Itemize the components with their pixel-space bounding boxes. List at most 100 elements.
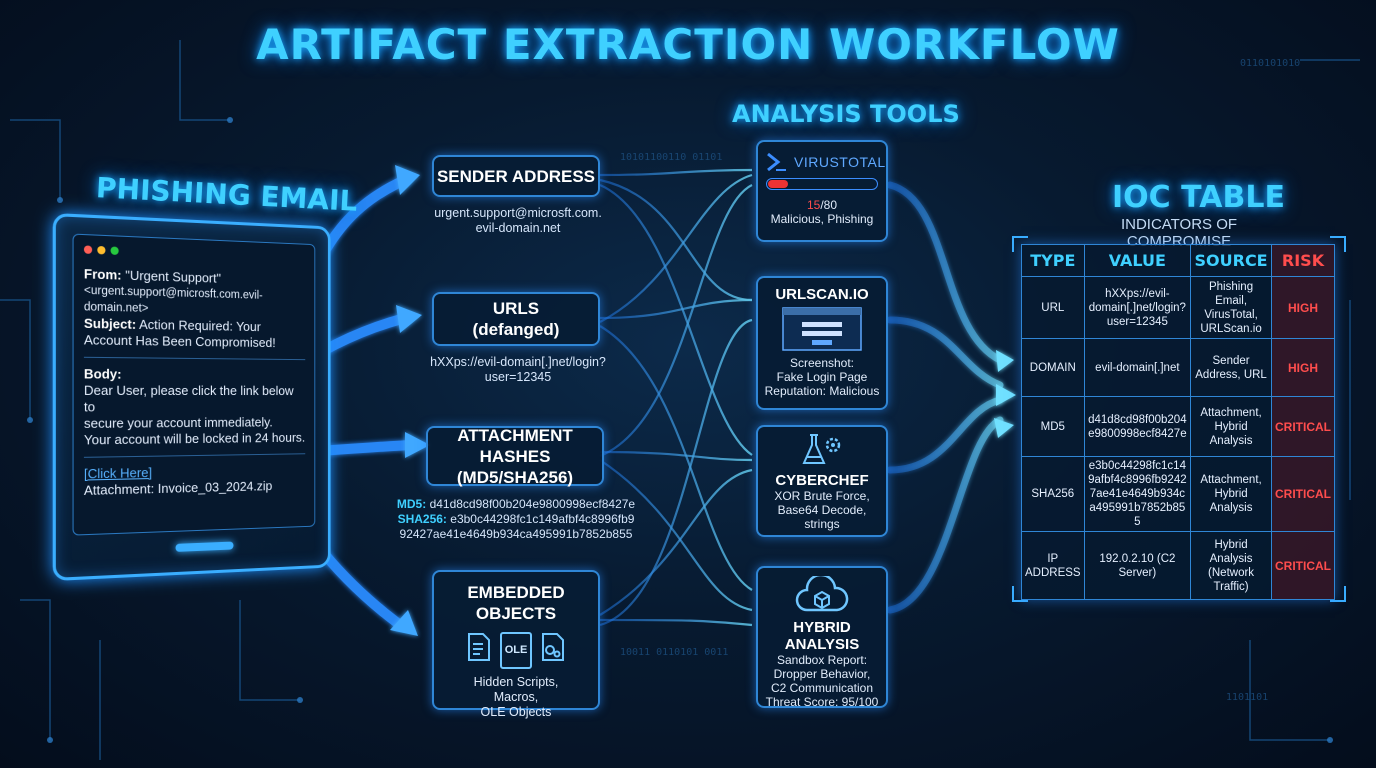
hybrid-analysis-name: HYBRID ANALYSIS — [784, 619, 860, 653]
attachment-name: Invoice_03_2024.zip — [157, 478, 273, 497]
ioc-header-type: TYPE — [1021, 244, 1085, 277]
ioc-row: MD5 d41d8cd98f00b204e9800998ecf8427e Att… — [1021, 396, 1336, 457]
ioc-row: IP ADDRESS 192.0.2.10 (C2 Server) Hybrid… — [1021, 531, 1336, 600]
from-name: "Urgent Support" — [125, 267, 221, 286]
divider — [83, 453, 306, 458]
ioc-header-source: SOURCE — [1190, 244, 1272, 277]
ioc-header-row: TYPE VALUE SOURCE RISK — [1021, 244, 1336, 277]
attachment-hashes-title: ATTACHMENT HASHES — [457, 425, 573, 466]
body-label: Body: — [83, 366, 122, 382]
defanged-url-line: hXXps://evil-domain[.]net/login? — [430, 355, 606, 369]
ioc-type: DOMAIN — [1021, 338, 1085, 397]
detection-bar-fill — [768, 180, 789, 188]
ioc-type: URL — [1021, 276, 1085, 339]
defanged-url-line: user=12345 — [484, 370, 552, 384]
ioc-source: Sender Address, URL — [1190, 338, 1272, 397]
login-page-screenshot-icon — [782, 307, 862, 351]
attachment-label: Attachment: — [83, 480, 155, 499]
ioc-header-value: VALUE — [1083, 244, 1192, 277]
ioc-value: evil-domain[.]net — [1083, 338, 1192, 397]
hybrid-line: Dropper Behavior, — [773, 667, 871, 681]
from-label: From: — [83, 266, 122, 283]
ioc-row: DOMAIN evil-domain[.]net Sender Address,… — [1021, 338, 1336, 397]
analysis-tools-heading: ANALYSIS TOOLS — [732, 100, 960, 128]
svg-text:1101101: 1101101 — [1226, 692, 1268, 703]
ioc-table-heading: IOC TABLE — [1112, 180, 1285, 215]
sender-address-box: SENDER ADDRESS — [432, 155, 600, 197]
virustotal-box: VIRUSTOTAL 15/80 Malicious, Phishing — [756, 140, 888, 242]
sender-address-line: evil-domain.net — [475, 221, 561, 235]
ioc-risk: HIGH — [1270, 338, 1336, 397]
urlscan-name: URLSCAN.IO — [775, 286, 869, 303]
virustotal-score-malicious: 15 — [806, 198, 821, 212]
cloud-sandbox-icon — [795, 573, 849, 612]
page-title: ARTIFACT EXTRACTION WORKFLOW — [256, 20, 1120, 69]
virustotal-logo-icon — [767, 152, 786, 172]
ole-file-icon: OLE — [499, 632, 533, 669]
embedded-icons: OLE — [466, 632, 567, 669]
cyberchef-box: CYBERCHEF XOR Brute Force, Base64 Decode… — [756, 425, 888, 537]
cyberchef-line: Base64 Decode, — [777, 503, 867, 517]
cyberchef-line: XOR Brute Force, — [774, 489, 870, 503]
sender-address-title: SENDER ADDRESS — [436, 166, 596, 186]
urls-box: URLS (defanged) — [432, 292, 600, 346]
ioc-table-frame — [1012, 236, 1346, 602]
minimize-dot-icon — [97, 245, 106, 255]
ioc-source: Attachment, Hybrid Analysis — [1190, 396, 1272, 457]
hybrid-line: C2 Communication — [770, 681, 874, 695]
macro-file-icon — [542, 633, 565, 661]
embedded-line: OLE Objects — [480, 705, 552, 719]
ioc-risk: HIGH — [1270, 276, 1336, 339]
ioc-type: IP ADDRESS — [1021, 531, 1085, 600]
ioc-value: e3b0c44298fc1c149afbf4c8996fb92427ae41e4… — [1083, 456, 1192, 532]
tablet-home-bar — [175, 541, 234, 552]
embedded-line: Macros, — [493, 690, 539, 704]
subject-label: Subject: — [83, 315, 137, 332]
phishing-email-tablet: From: "Urgent Support" <urgent.support@m… — [52, 212, 331, 582]
urlscan-line: Fake Login Page — [776, 370, 868, 384]
md5-value: d41d8cd98f00b204e9800998ecf8427e — [429, 497, 636, 511]
svg-text:10101100110 01101: 10101100110 01101 — [620, 152, 722, 163]
ioc-value: hXXps://evil-domain[.]net/login?user=123… — [1083, 276, 1192, 339]
hybrid-line: Sandbox Report: — [776, 653, 868, 667]
close-dot-icon — [83, 245, 93, 254]
urlscan-line: Reputation: Malicious — [764, 384, 880, 398]
body-line: Dear User, please click the link below t… — [83, 382, 294, 415]
flask-gear-icon — [802, 434, 841, 464]
detection-bar — [766, 178, 878, 190]
svg-text:10011 0110101 0011: 10011 0110101 0011 — [620, 647, 728, 658]
script-file-icon — [467, 633, 490, 661]
urlscan-box: URLSCAN.IO Screenshot: Fake Login Page R… — [756, 276, 888, 410]
ioc-header-risk: RISK — [1270, 244, 1336, 277]
hybrid-analysis-box: HYBRID ANALYSIS Sandbox Report: Dropper … — [756, 566, 888, 709]
virustotal-name: VIRUSTOTAL — [794, 154, 886, 170]
attachment-hashes-box: ATTACHMENT HASHES (MD5/SHA256) — [426, 425, 604, 487]
ioc-risk: CRITICAL — [1270, 456, 1336, 532]
virustotal-score-total: /80 — [820, 198, 838, 212]
click-here-link[interactable]: [Click Here] — [83, 464, 152, 482]
embedded-line: Hidden Scripts, — [473, 675, 559, 689]
body-line: Your account will be locked in 24 hours. — [83, 429, 306, 448]
ioc-risk: CRITICAL — [1270, 396, 1336, 457]
hybrid-line: Threat Score: 95/100 — [765, 695, 879, 709]
urls-title: URLS — [492, 299, 540, 318]
cyberchef-name: CYBERCHEF — [775, 472, 869, 489]
sha256-value-cont: 92427ae41e4649b934ca495991b7852b855 — [399, 527, 633, 541]
embedded-objects-title: EMBEDDED OBJECTS — [467, 583, 565, 623]
ioc-value: d41d8cd98f00b204e9800998ecf8427e — [1083, 396, 1192, 457]
ioc-source: Attachment, Hybrid Analysis — [1190, 456, 1272, 532]
email-screen: From: "Urgent Support" <urgent.support@m… — [72, 233, 316, 536]
ioc-value: 192.0.2.10 (C2 Server) — [1083, 531, 1192, 600]
sha256-label: SHA256: — [397, 512, 447, 526]
divider — [83, 356, 306, 361]
window-controls — [83, 245, 305, 262]
embedded-objects-box: EMBEDDED OBJECTS OLE Hidden Scripts, Mac… — [432, 570, 600, 719]
ioc-source: Phishing Email, VirusTotal, URLScan.io — [1190, 276, 1272, 339]
urls-subtitle: (defanged) — [472, 320, 560, 339]
ioc-risk: CRITICAL — [1270, 531, 1336, 600]
md5-label: MD5: — [396, 497, 427, 511]
svg-text:0110101010: 0110101010 — [1240, 58, 1300, 69]
ioc-source: Hybrid Analysis (Network Traffic) — [1190, 531, 1272, 600]
sender-address-line: urgent.support@microsft.com. — [434, 206, 602, 220]
